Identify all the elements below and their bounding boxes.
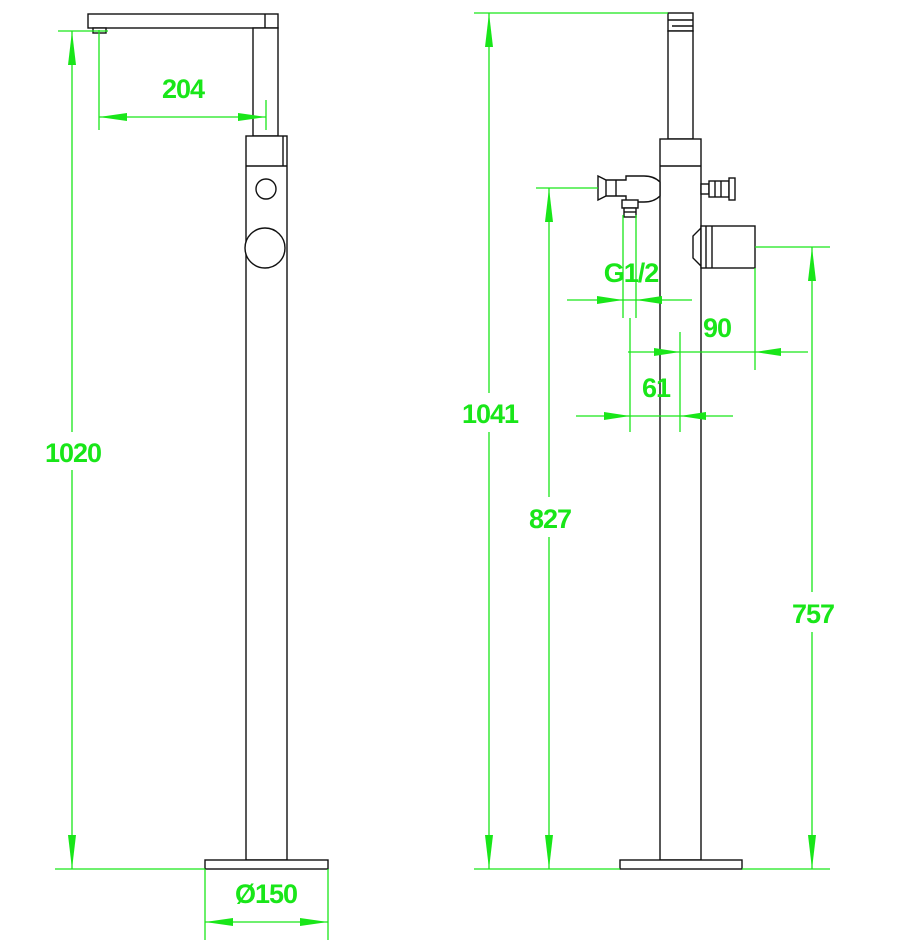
side-handle — [692, 225, 756, 269]
dim-inlet-offset: 61 — [576, 318, 733, 432]
dim-outlet-depth: 90 — [628, 268, 808, 432]
front-handle-knob — [244, 227, 286, 269]
dim-base-diameter: Ø150 — [204, 869, 329, 940]
dim-spout-reach: 204 — [98, 30, 267, 130]
front-diverter-knob — [255, 178, 277, 200]
dim-label-base-diameter: Ø150 — [235, 879, 297, 909]
dim-label-front-height: 1020 — [45, 438, 101, 468]
side-spout-tip — [667, 12, 694, 32]
dim-label-spout-reach: 204 — [162, 74, 205, 104]
dim-label-outlet-height: 757 — [792, 599, 834, 629]
front-base-plate — [204, 859, 329, 870]
dim-label-outlet-depth: 90 — [703, 313, 731, 343]
dim-front-height: 1020 — [45, 30, 205, 870]
dim-label-inlet-height: 827 — [529, 504, 571, 534]
side-view — [597, 12, 756, 870]
side-base-plate — [619, 859, 743, 870]
dim-side-height: 1041 — [462, 12, 668, 870]
dim-outlet-height: 757 — [742, 246, 835, 870]
dim-inlet-height: 827 — [529, 187, 598, 869]
dim-label-inlet-offset: 61 — [642, 373, 671, 403]
side-neck — [667, 30, 694, 140]
dim-thread-size: G1/2 — [567, 215, 692, 318]
side-diverter-knob — [700, 177, 736, 201]
front-view — [87, 13, 329, 870]
dim-label-side-height: 1041 — [462, 399, 519, 429]
side-inlet-connector — [597, 174, 661, 218]
front-spout — [87, 13, 279, 34]
dim-label-thread-size: G1/2 — [604, 258, 659, 288]
